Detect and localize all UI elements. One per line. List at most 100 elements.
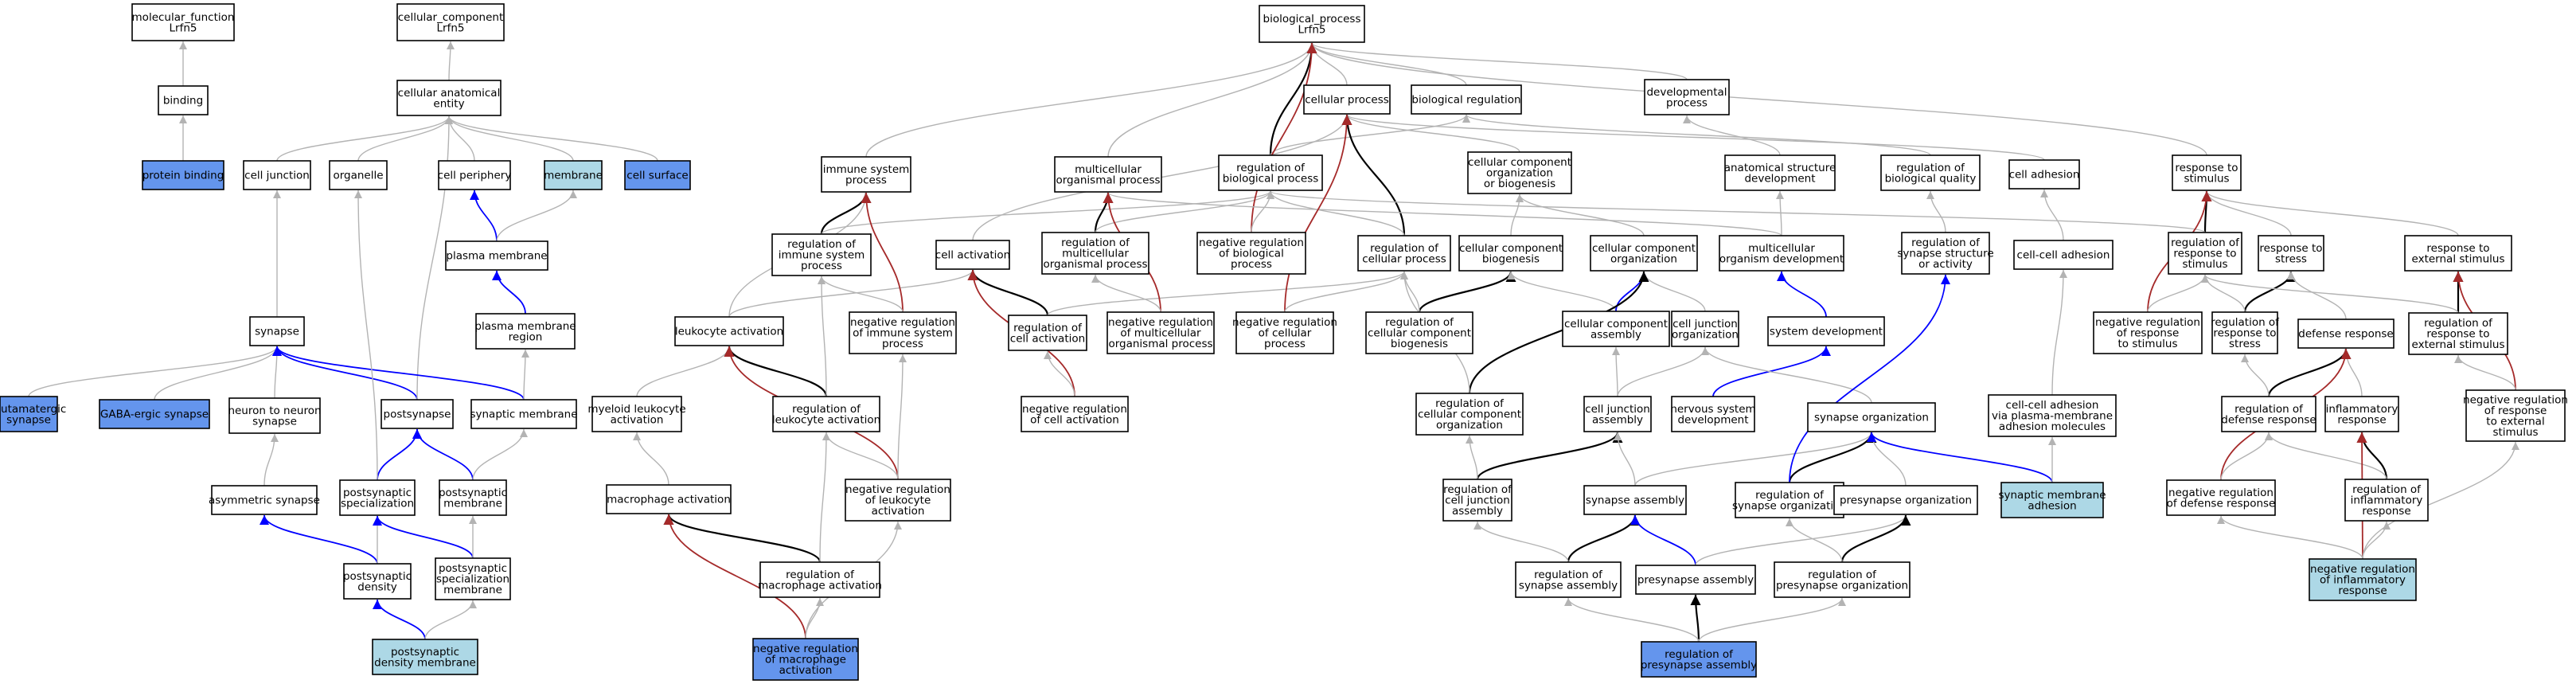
- go-term-node-defresp[interactable]: defense response: [2297, 319, 2395, 349]
- node-label-line: process: [1231, 258, 1272, 271]
- go-term-node-cca[interactable]: cell-cell adhesion: [2013, 240, 2113, 270]
- go-term-node-cellact[interactable]: cell activation: [935, 240, 1010, 270]
- go-term-node-organelle[interactable]: organelle: [329, 160, 388, 190]
- go-term-node-protbind[interactable]: protein binding: [142, 160, 224, 190]
- go-term-node-binding[interactable]: binding: [158, 85, 209, 115]
- go-term-node-presynorg[interactable]: presynapse organization: [1833, 485, 1978, 515]
- go-term-node-synorg[interactable]: synapse organization: [1807, 402, 1936, 432]
- node-label-line: cell junction: [244, 170, 310, 182]
- go-term-node-celljunc[interactable]: cell junction: [243, 160, 311, 190]
- go-term-node-membrane[interactable]: membrane: [544, 160, 603, 190]
- go-term-node-synasm[interactable]: synapse assembly: [1583, 485, 1687, 515]
- node-box: [1774, 561, 1911, 598]
- node-label-line: stress: [2229, 338, 2261, 350]
- go-term-node-celladh[interactable]: cell adhesion: [2008, 159, 2080, 190]
- go-term-node-synmem[interactable]: synaptic membrane: [470, 399, 578, 429]
- go-term-node-cellperiph[interactable]: cell periphery: [438, 160, 512, 190]
- edge-layer: [28, 41, 2519, 643]
- go-term-node-cellsurf[interactable]: cell surface: [624, 160, 691, 190]
- go-term-node-leukact[interactable]: leukocyte activation: [674, 316, 784, 346]
- node-label-line: Lrfn5: [437, 21, 465, 34]
- go-term-node-postsyn[interactable]: postsynapse: [381, 399, 454, 429]
- edge-cjorg-is_a-ccorg: [1640, 271, 1706, 312]
- go-term-node-macroact[interactable]: macrophage activation: [606, 484, 732, 514]
- go-term-node-gaba[interactable]: GABA-ergic synapse: [99, 399, 210, 429]
- go-term-node-sysdev[interactable]: system development: [1767, 316, 1885, 346]
- go-term-node-cellproc[interactable]: cellular process: [1303, 84, 1391, 115]
- go-term-node-synapse[interactable]: synapse: [249, 316, 305, 346]
- node-box: [2008, 159, 2080, 190]
- node-box: [1442, 479, 1512, 522]
- go-term-node-bioreg[interactable]: biological regulation: [1411, 84, 1522, 115]
- go-term-node-presynasm[interactable]: presynapse assembly: [1635, 565, 1756, 595]
- go-term-node-glut[interactable]: glutamatergicsynapse: [0, 396, 66, 432]
- edge-regpresynorg-regulates-presynorg: [1840, 514, 1911, 563]
- go-term-node-asym[interactable]: asymmetric synapse: [209, 485, 320, 515]
- go-term-node-plasmamem[interactable]: plasma membrane: [445, 240, 548, 271]
- node-label-line: assembly: [1452, 505, 1503, 518]
